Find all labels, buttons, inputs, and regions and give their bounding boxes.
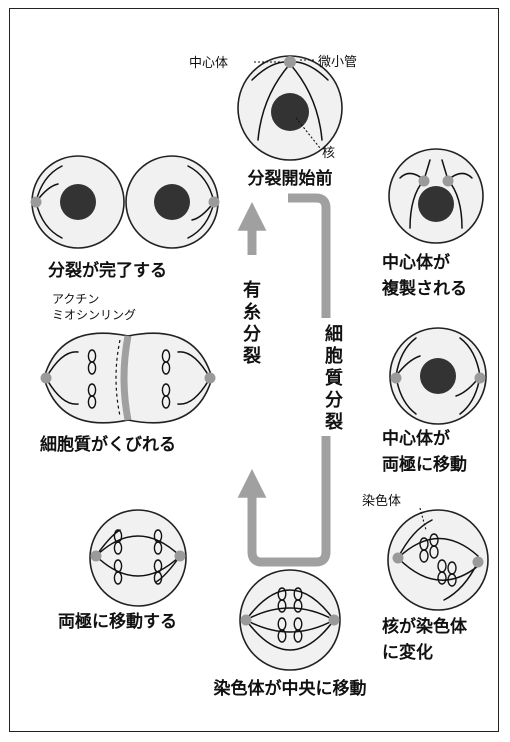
cell-centrosome-to-poles [389, 327, 487, 425]
label-move-to-poles: 両極に移動する [58, 611, 177, 632]
cell-before-division: 中心体 微小管 核 [189, 55, 357, 161]
svg-text:裂: 裂 [242, 346, 261, 367]
label-nucleus: 核 [322, 146, 335, 161]
svg-text:裂: 裂 [324, 412, 343, 433]
svg-text:質: 質 [325, 367, 343, 389]
label-cytoplasm-constricts: 細胞質がくびれる [40, 434, 176, 455]
label-nucleus-changes-2: に変化 [382, 642, 433, 663]
anaphase-chromosomes [113, 529, 163, 585]
label-division-complete: 分裂が完了する [48, 260, 167, 281]
telophase-chromosomes [87, 349, 171, 409]
cell-division-complete [30, 155, 220, 249]
label-microtubule: 微小管 [318, 55, 357, 70]
figure-frame [9, 8, 499, 732]
svg-text:分: 分 [243, 324, 261, 345]
label-centrosome-moves-2: 両極に移動 [382, 454, 467, 475]
label-centrosome-moves-1: 中心体が [382, 428, 450, 449]
label-nucleus-changes-1: 核が染色体 [382, 616, 468, 637]
svg-text:糸: 糸 [243, 301, 261, 323]
cycle-arrows [237, 193, 331, 567]
mitosis-arrow-lower [237, 468, 272, 567]
metaphase-chromosomes [277, 587, 303, 643]
cytokinesis-label: 細 胞 質 分 裂 [316, 318, 343, 436]
svg-text:有: 有 [243, 279, 261, 301]
cell-cytoplasm-constricts [40, 332, 216, 424]
svg-text:胞: 胞 [325, 345, 343, 367]
mitosis-label: 有 糸 分 裂 [242, 279, 261, 367]
cell-centrosome-replicated [388, 148, 484, 244]
label-chromosomes-to-center: 染色体が中央に移動 [214, 678, 367, 699]
chromosome-cluster [419, 533, 457, 587]
label-before-division: 分裂開始前 [248, 168, 333, 189]
label-centrosome: 中心体 [189, 56, 228, 71]
svg-text:細: 細 [325, 323, 343, 345]
label-centrosome-replicated-2: 複製される [381, 278, 467, 299]
label-actin-1: アクチン [52, 292, 99, 306]
svg-text:分: 分 [325, 390, 343, 411]
label-actin-2: ミオシンリング [52, 308, 136, 322]
cell-nucleus-to-chromosome [387, 507, 489, 611]
label-centrosome-replicated-1: 中心体が [382, 252, 450, 273]
label-chromosome: 染色体 [362, 493, 401, 509]
cell-chromosomes-to-center [239, 569, 341, 671]
cell-move-to-poles [89, 509, 187, 607]
